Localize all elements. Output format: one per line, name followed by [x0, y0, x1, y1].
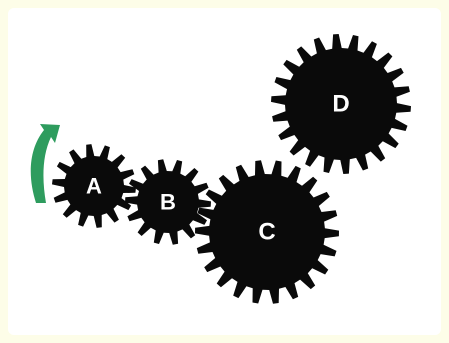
gear-c-label: C [258, 219, 275, 246]
gear-a-label: A [86, 174, 102, 199]
gear-b-label: B [160, 190, 176, 215]
gear-d-label: D [332, 91, 349, 118]
